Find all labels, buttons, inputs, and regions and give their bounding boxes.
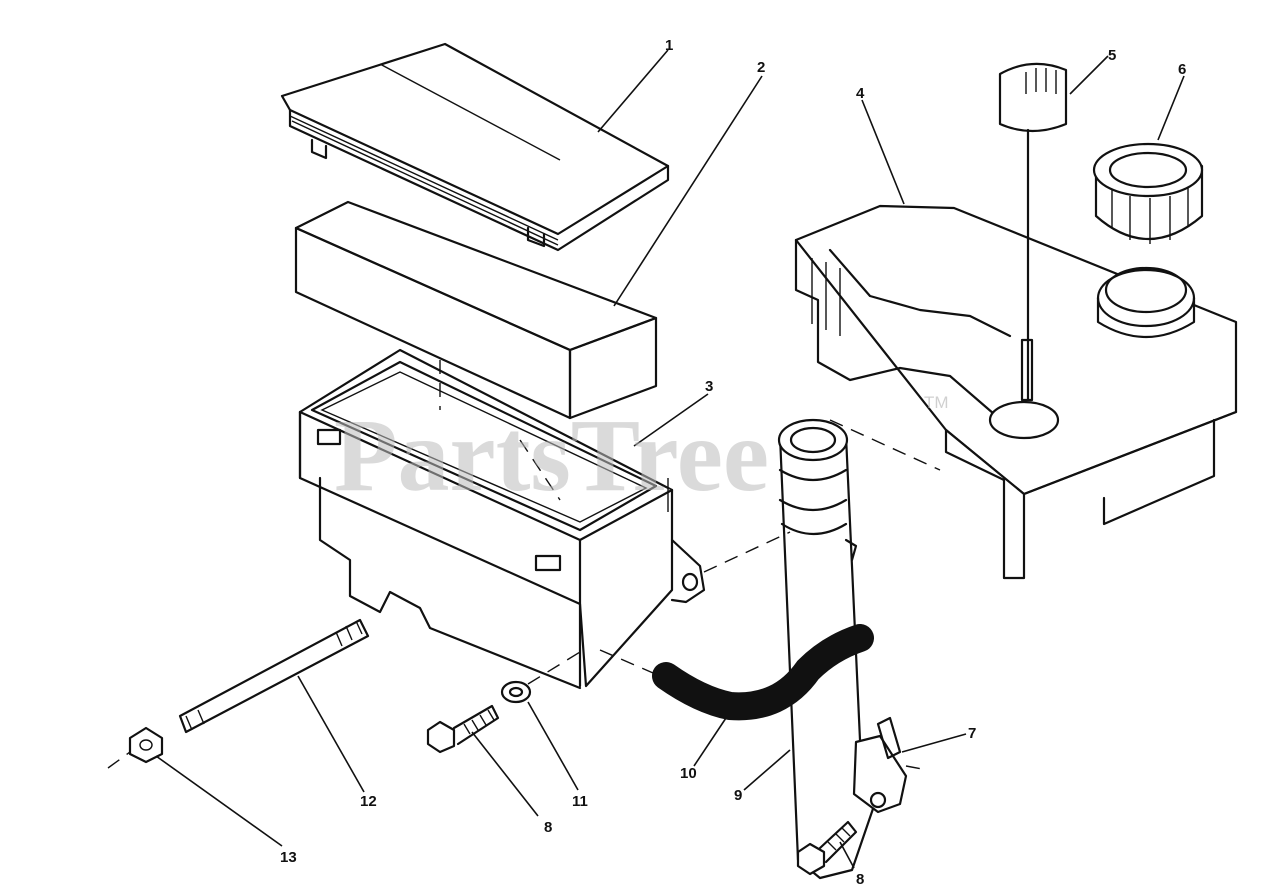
fuel-cap [1092,142,1204,244]
callout-9: 9 [734,787,742,804]
tube-clip [852,716,908,814]
callout-13: 13 [280,849,297,866]
callout-4: 4 [856,85,865,102]
callout-3: 3 [705,378,713,395]
alignment-lines [107,360,941,771]
foam-filter-element [294,200,658,420]
watermark-text: PartsTree [334,398,769,513]
callout-7: 7 [968,725,976,742]
washer [500,680,532,704]
bolt-lower [796,820,858,876]
callout-1: 1 [665,37,673,54]
nut [128,726,164,764]
callout-8-lower: 8 [856,871,864,886]
callout-2: 2 [757,59,765,76]
callout-11: 11 [572,793,588,810]
fuel-tank [794,204,1238,580]
callout-5: 5 [1108,47,1116,64]
bolt-left [426,704,500,754]
dipstick [998,62,1068,402]
air-cleaner-cover [280,42,670,252]
callout-labels: 1 2 3 4 5 6 7 8 8 9 10 11 12 13 [280,37,1186,886]
leader-lines [155,49,1185,869]
watermark: PartsTree TM [334,393,949,513]
hose [652,624,874,721]
callout-12: 12 [360,793,377,810]
callout-6: 6 [1178,61,1186,78]
callout-8-left: 8 [544,819,552,836]
long-stud [178,618,370,734]
air-cleaner-base [298,348,706,690]
watermark-trademark: TM [924,393,949,412]
callout-10: 10 [680,765,697,782]
